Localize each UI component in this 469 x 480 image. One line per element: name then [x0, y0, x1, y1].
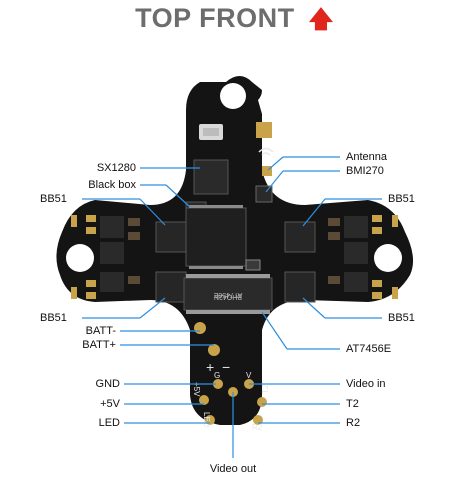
- batt-plus-pad: [208, 344, 220, 356]
- edge-pad: [392, 215, 398, 227]
- label-5v: +5V: [100, 398, 120, 410]
- component: [86, 280, 96, 287]
- edge-pad: [71, 215, 77, 227]
- leader-bb51-bl: [139, 297, 166, 319]
- mcu-pin-row: [189, 205, 243, 208]
- silk-led: LED: [202, 412, 211, 428]
- silkscreen: + − +5V G V LED T2 R2: [192, 359, 270, 432]
- label-video-out: Video out: [209, 463, 257, 475]
- t2-pad: [257, 397, 267, 407]
- label-at7456e: AT7456E: [346, 343, 392, 355]
- antenna-connector: [262, 166, 272, 176]
- leader-bmi270: [265, 170, 284, 193]
- component: [86, 227, 96, 234]
- label-batt-plus: BATT+: [82, 339, 116, 351]
- label-sx1280: SX1280: [96, 162, 136, 174]
- component: [128, 276, 140, 284]
- label-bmi270: BMI270: [346, 165, 384, 177]
- mount-holes: [66, 83, 402, 272]
- component: [372, 292, 382, 299]
- leader-lines: [82, 156, 382, 458]
- label-bb51-bottom-right: BB51: [388, 312, 415, 324]
- osd-chip: [183, 277, 273, 311]
- esc-right-components: [328, 215, 382, 299]
- bb51-chip: [155, 271, 187, 303]
- osd-chip-marking: AT7456E: [213, 291, 242, 298]
- bb51-chips: [155, 221, 316, 303]
- crystal-inner: [203, 128, 219, 136]
- component: [100, 272, 124, 292]
- label-black-box: Black box: [88, 179, 136, 191]
- antenna-pad: [256, 122, 272, 138]
- silk-gnd: G: [214, 371, 220, 380]
- label-batt-minus: BATT-: [85, 325, 116, 337]
- component: [128, 218, 140, 226]
- label-r2: R2: [346, 417, 361, 429]
- label-t2: T2: [346, 398, 359, 410]
- mcu-pin-row: [189, 266, 243, 269]
- component: [328, 276, 340, 284]
- title-text: TOP FRONT: [135, 3, 295, 33]
- wifi-icon: [258, 147, 274, 156]
- batt-minus-pad: [194, 322, 206, 334]
- up-arrow-icon: 🡅: [308, 6, 334, 33]
- page-title: TOP FRONT 🡅: [0, 2, 469, 43]
- sx1280-chip: [193, 159, 229, 195]
- silk-minus: −: [222, 359, 230, 375]
- bb51-chip: [284, 271, 316, 303]
- small-ic: [245, 259, 261, 271]
- leader-bb51-br: [302, 297, 326, 319]
- silk-vin: V: [246, 371, 252, 380]
- silk-t2: T2: [261, 384, 270, 394]
- component: [86, 215, 96, 222]
- leader-black-box: [165, 184, 191, 208]
- osd-pins: [186, 274, 270, 314]
- label-video-in: Video in: [346, 378, 386, 390]
- bb51-chip: [155, 221, 187, 253]
- mcu-pins: [189, 205, 243, 269]
- label-bb51-bottom-left: BB51: [40, 312, 67, 324]
- edge-pad: [71, 287, 77, 299]
- label-led: LED: [98, 417, 120, 429]
- gnd-pad: [213, 379, 223, 389]
- leader-antenna: [267, 156, 284, 171]
- leader-bb51-tr: [302, 198, 326, 227]
- v5-pad: [199, 395, 209, 405]
- component: [372, 280, 382, 287]
- edge-pad: [392, 287, 398, 299]
- label-gnd: GND: [95, 378, 120, 390]
- osd-pin-row: [186, 310, 270, 314]
- component: [344, 216, 368, 238]
- component: [328, 232, 340, 240]
- esc-left-components: [86, 215, 140, 299]
- label-antenna: Antenna: [346, 151, 387, 163]
- silk-v5: +5V: [192, 382, 201, 397]
- label-bb51-top-left: BB51: [40, 193, 67, 205]
- component: [328, 218, 340, 226]
- osd-pin-row: [186, 274, 270, 278]
- component: [344, 242, 368, 264]
- silk-r2: R2: [252, 423, 263, 432]
- component: [100, 242, 124, 264]
- leader-bb51-tl: [139, 198, 166, 226]
- edge-pads: [71, 215, 398, 299]
- bb51-chip: [284, 221, 316, 253]
- top-components: [185, 122, 274, 217]
- osd-chip-marking: BHQ42N: [214, 293, 242, 300]
- component: [86, 292, 96, 299]
- component: [372, 215, 382, 222]
- component: [372, 227, 382, 234]
- leader-at7456e: [261, 311, 288, 350]
- mcu-chip: [185, 207, 247, 267]
- component: [100, 216, 124, 238]
- mount-hole: [220, 83, 246, 109]
- component: [128, 232, 140, 240]
- mount-hole: [66, 244, 94, 272]
- label-bb51-top-right: BB51: [388, 193, 415, 205]
- component: [344, 272, 368, 292]
- silk-plus: +: [206, 359, 214, 375]
- mount-hole: [374, 244, 402, 272]
